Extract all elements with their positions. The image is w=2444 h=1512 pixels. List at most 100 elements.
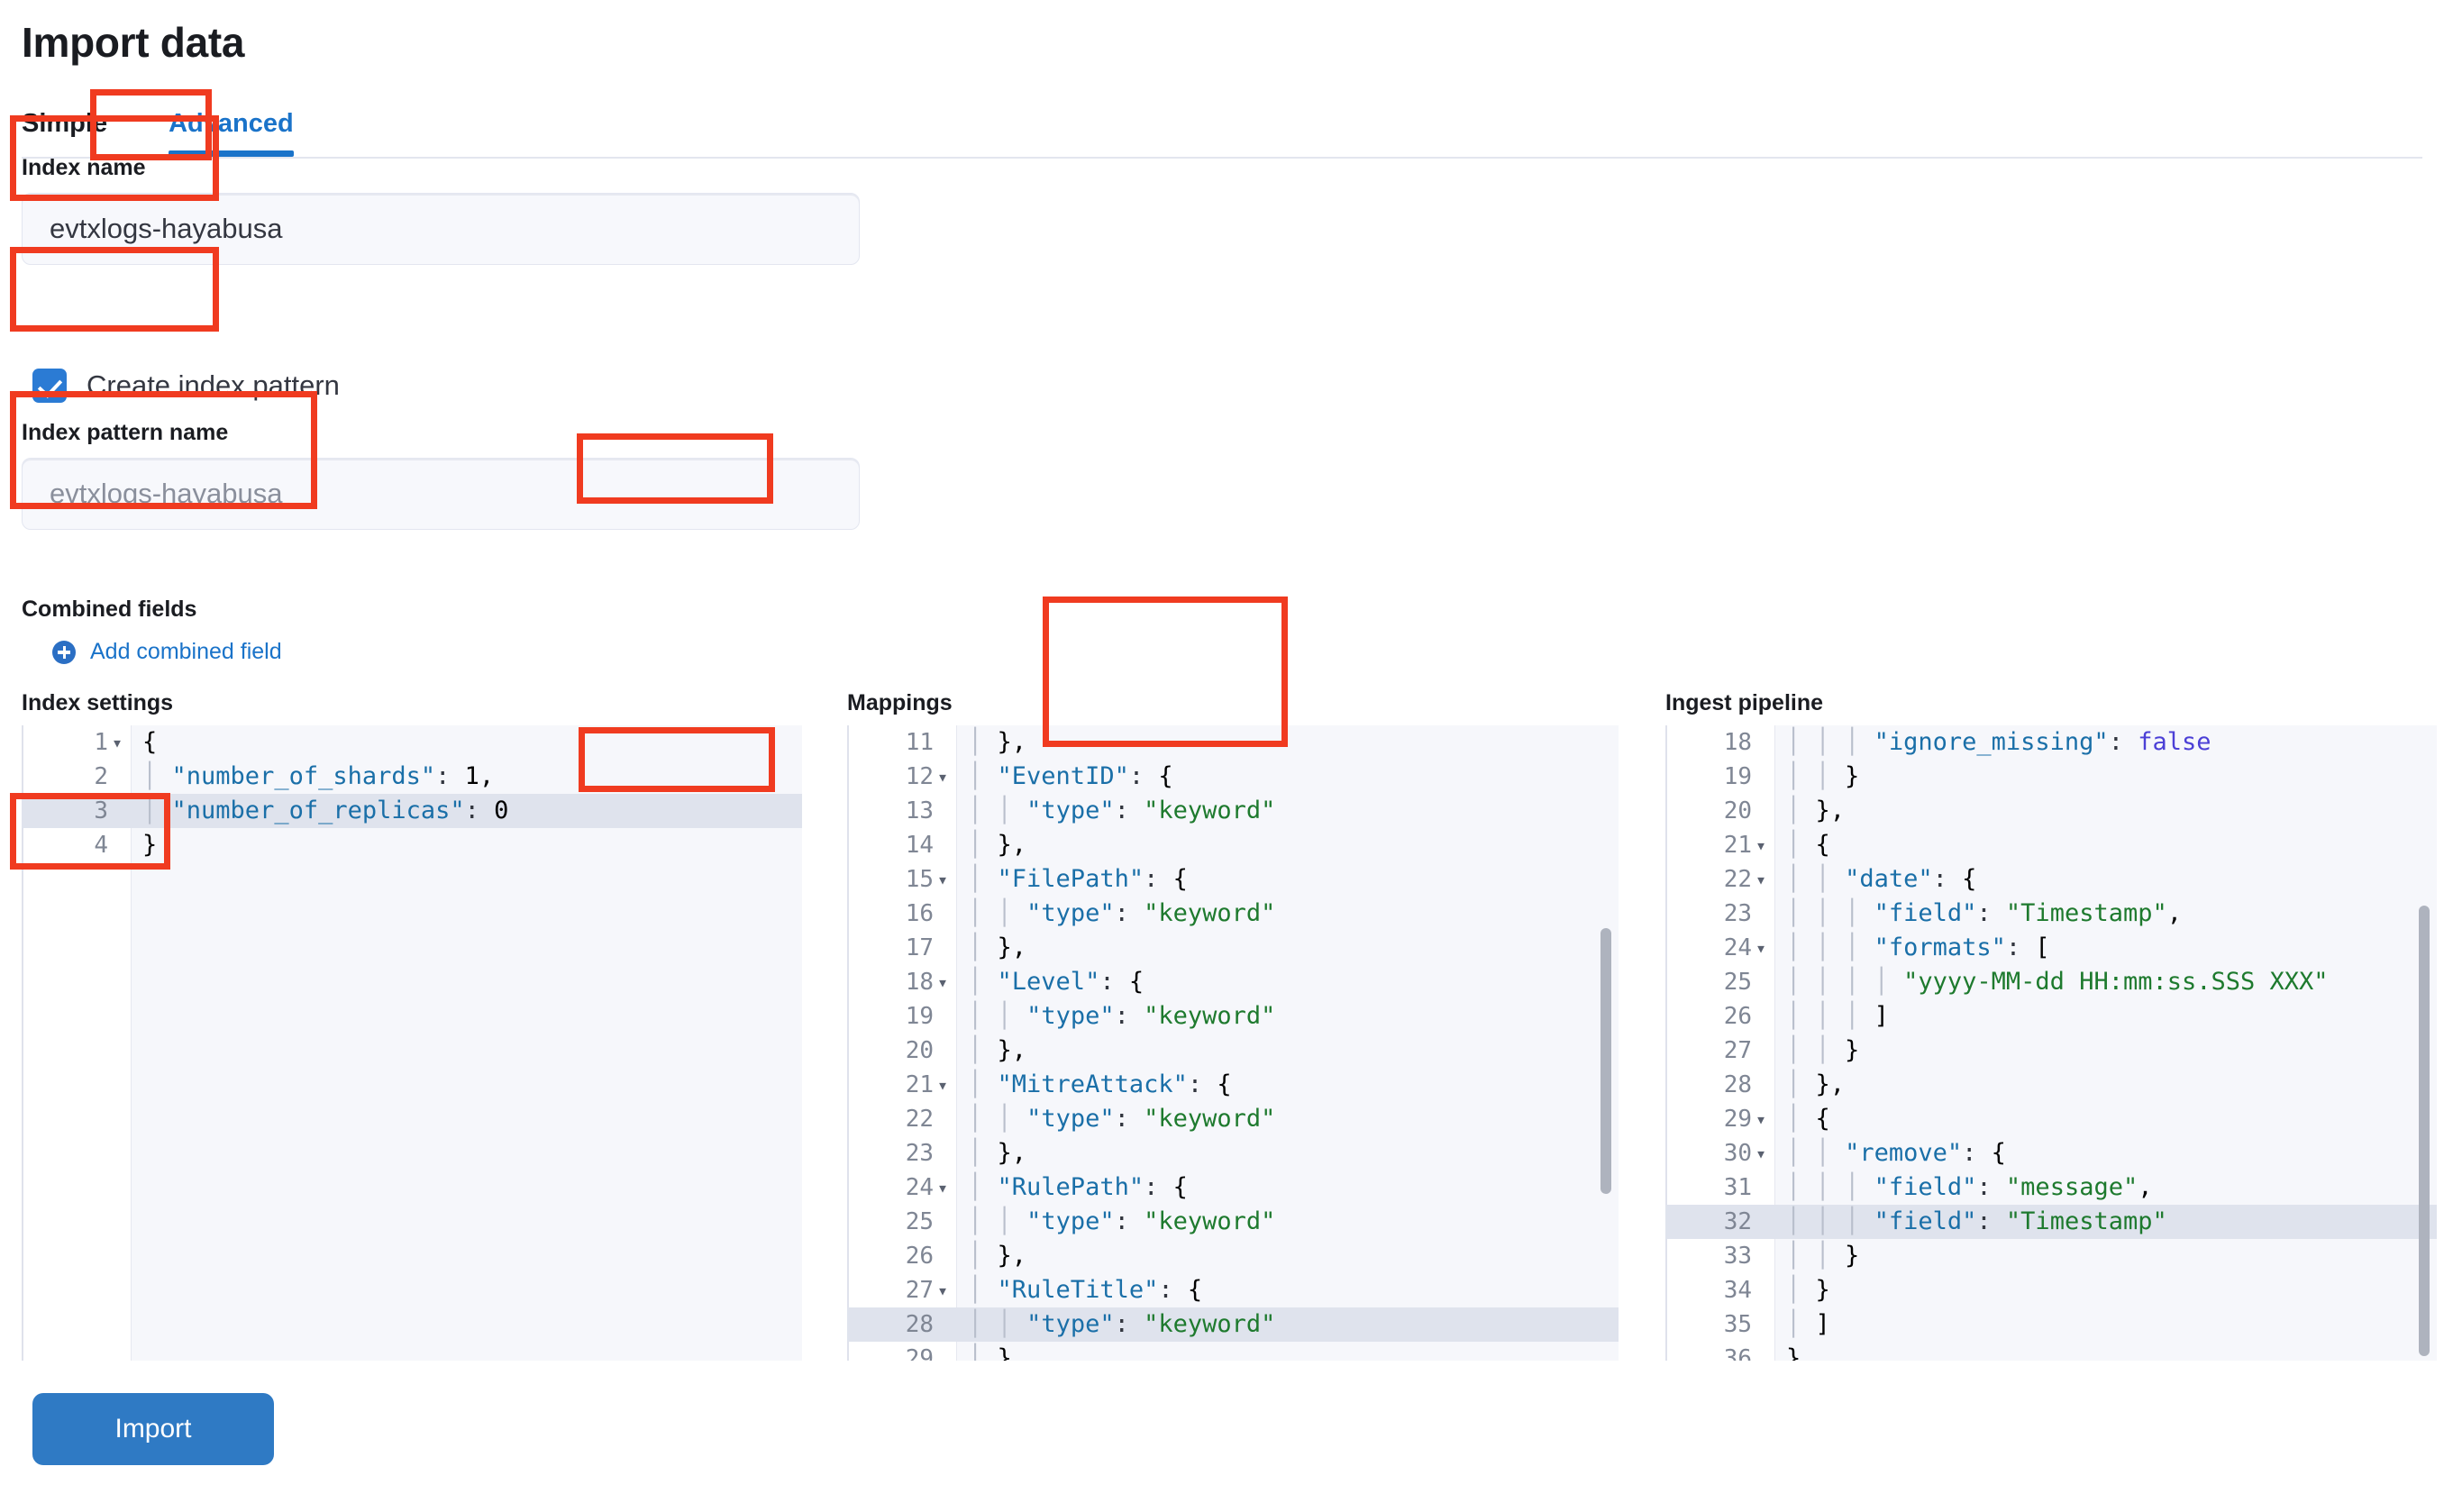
create-index-pattern-row[interactable]: Create index pattern <box>32 369 340 403</box>
fold-arrow-icon[interactable]: ▾ <box>937 1177 949 1198</box>
line-number: 26 <box>905 1243 934 1270</box>
fold-arrow-icon[interactable]: ▾ <box>1755 869 1767 890</box>
code-text: │ │ "type": "keyword" <box>968 797 1276 824</box>
code-line: 13 │ │ "type": "keyword" <box>847 794 1619 828</box>
fold-arrow-icon[interactable]: ▾ <box>1755 1143 1767 1164</box>
code-line: 11│ }, <box>847 725 1619 760</box>
code-line: 22▾ │ │ "date": { <box>1665 862 2437 897</box>
code-text: │ }, <box>968 1242 1027 1270</box>
check-icon[interactable] <box>32 369 67 403</box>
add-combined-field-button[interactable]: Add combined field <box>52 639 282 665</box>
tab-simple[interactable]: Simple <box>22 109 108 138</box>
fold-arrow-icon[interactable]: ▾ <box>1755 1108 1767 1130</box>
code-line: 28│ }, <box>1665 1068 2437 1102</box>
fold-arrow-icon[interactable]: ▾ <box>937 1074 949 1096</box>
ingest-pipeline-scrollbar[interactable] <box>2419 906 2430 1356</box>
code-text: │ "FilePath": { <box>968 865 1188 893</box>
code-text: │ }, <box>968 1139 1027 1167</box>
combined-fields-label: Combined fields <box>22 597 197 622</box>
code-text: │ { <box>1786 831 1830 859</box>
line-number: 27 <box>1723 1037 1752 1064</box>
code-text: │ │ "remove": { <box>1786 1139 2006 1167</box>
fold-arrow-icon[interactable]: ▾ <box>937 766 949 788</box>
code-line: 19│ │ } <box>1665 760 2437 794</box>
line-number: 2 <box>94 763 108 790</box>
code-text: │ │ │ "field": "Timestamp", <box>1786 899 2182 927</box>
code-line: 23 │ }, <box>847 1136 1619 1170</box>
import-button[interactable]: Import <box>32 1393 274 1465</box>
line-number: 36 <box>1723 1345 1752 1361</box>
code-text: │ }, <box>1786 797 1846 824</box>
index-pattern-name-input[interactable]: evtxlogs-hayabusa <box>22 458 860 530</box>
fold-arrow-icon[interactable]: ▾ <box>937 971 949 993</box>
editor-left-rail <box>1665 725 1667 1361</box>
code-text: │ }, <box>968 728 1027 756</box>
mappings-scrollbar[interactable] <box>1600 928 1611 1194</box>
code-text: │ │ "type": "keyword" <box>968 1105 1276 1133</box>
code-text: │ }, <box>1786 1070 1846 1098</box>
line-number: 3 <box>94 797 108 824</box>
code-line: 31│ │ │ "field": "message", <box>1665 1170 2437 1205</box>
line-number: 23 <box>905 1140 934 1167</box>
code-text: │ │ │ "field": "message", <box>1786 1173 2153 1201</box>
line-number: 23 <box>1723 900 1752 927</box>
code-line: 23 │ │ │ "field": "Timestamp", <box>1665 897 2437 931</box>
code-text: │ │ "type": "keyword" <box>968 1207 1276 1235</box>
line-number: 29 <box>905 1345 934 1361</box>
annotation-remove-processor <box>1043 597 1288 747</box>
code-text: │ │ } <box>1786 1242 1860 1270</box>
line-number: 21 <box>1723 832 1752 859</box>
line-number: 13 <box>905 797 934 824</box>
code-line: 1▾{ <box>22 725 802 760</box>
fold-arrow-icon[interactable]: ▾ <box>937 1280 949 1301</box>
code-text: │ "number_of_replicas": 0 <box>142 797 509 824</box>
fold-arrow-icon[interactable]: ▾ <box>1755 834 1767 856</box>
code-text: │ }, <box>968 1036 1027 1064</box>
fold-arrow-icon[interactable]: ▾ <box>112 732 123 753</box>
fold-arrow-icon[interactable]: ▾ <box>1755 937 1767 959</box>
code-text: │ { <box>1786 1105 1830 1133</box>
code-line: 12▾│ "EventID": { <box>847 760 1619 794</box>
ingest-pipeline-title: Ingest pipeline <box>1665 690 1824 715</box>
mappings-code: 11│ },12▾│ "EventID": { 13 │ │ "type": "ke… <box>847 725 1619 1361</box>
index-settings-editor[interactable]: 1▾{2│ "number_of_shards": 1,3│ "number_o… <box>22 725 802 1361</box>
tab-advanced[interactable]: Advanced <box>138 111 324 157</box>
code-line: 27▾│ "RuleTitle": { <box>847 1273 1619 1307</box>
line-number: 15 <box>905 866 934 893</box>
line-number: 25 <box>1723 969 1752 996</box>
code-text: │ "Level": { <box>968 968 1144 996</box>
code-line: 17│ }, <box>847 931 1619 965</box>
line-number: 4 <box>94 832 108 859</box>
code-line: 14│ }, <box>847 828 1619 862</box>
index-name-input[interactable]: evtxlogs-hayabusa <box>22 193 860 265</box>
line-number: 20 <box>1723 797 1752 824</box>
line-number: 24 <box>1723 934 1752 961</box>
tab-divider <box>22 157 2422 159</box>
line-number: 12 <box>905 763 934 790</box>
line-number: 22 <box>1723 866 1752 893</box>
code-line: 32│ │ │ "field": "Timestamp" <box>1665 1205 2437 1239</box>
create-index-pattern-label: Create index pattern <box>87 369 340 401</box>
index-pattern-name-label: Index pattern name <box>22 420 229 445</box>
code-line: 33│ │ } <box>1665 1239 2437 1273</box>
line-number: 18 <box>905 969 934 996</box>
line-number: 20 <box>905 1037 934 1064</box>
mappings-title: Mappings <box>847 690 953 715</box>
line-number: 34 <box>1723 1277 1752 1304</box>
line-number: 17 <box>905 934 934 961</box>
code-text: │ │ "date": { <box>1786 865 1977 893</box>
line-number: 29 <box>1723 1106 1752 1133</box>
mappings-editor[interactable]: 11│ },12▾│ "EventID": { 13 │ │ "type": "ke… <box>847 725 1619 1361</box>
line-number: 26 <box>1723 1003 1752 1030</box>
fold-arrow-icon[interactable]: ▾ <box>937 869 949 890</box>
line-number: 14 <box>905 832 934 859</box>
code-line: 22│ │ "type": "keyword" <box>847 1102 1619 1136</box>
editor-left-rail <box>847 725 849 1361</box>
add-combined-field-label: Add combined field <box>90 639 282 664</box>
code-line: 20 │ }, <box>847 1034 1619 1068</box>
line-number: 25 <box>905 1208 934 1235</box>
gutter-background <box>22 725 132 1361</box>
